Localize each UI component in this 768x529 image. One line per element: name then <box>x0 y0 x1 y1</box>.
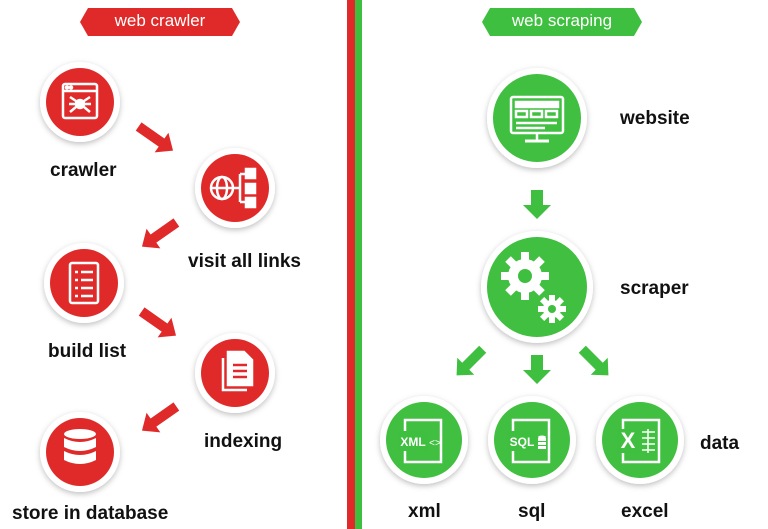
website-label: website <box>620 108 690 129</box>
data-label: data <box>700 433 740 454</box>
scraper-label: scraper <box>620 278 689 299</box>
step-label-crawler: crawler <box>50 160 117 181</box>
svg-text:X: X <box>621 428 636 453</box>
output-label-xml: xml <box>408 501 441 522</box>
excel-output-circle <box>596 396 684 484</box>
sitemap-globe-icon <box>209 167 257 209</box>
arrow-list-to-indexing <box>138 307 177 338</box>
arrow-scraper-to-excel <box>578 345 609 376</box>
list-document-icon <box>68 261 100 305</box>
monitor-icon <box>509 95 565 143</box>
database-step-circle <box>40 412 120 492</box>
step-label-visit-links: visit all links <box>188 251 301 272</box>
arrow-scraper-to-sql <box>523 355 551 384</box>
output-label-excel: excel <box>621 501 669 522</box>
documents-icon <box>221 350 254 392</box>
xml-file-icon: XML <> <box>398 418 443 464</box>
step-label-build-list: build list <box>48 341 127 362</box>
spider-browser-icon <box>61 82 99 120</box>
arrow-links-to-list <box>141 218 180 249</box>
crawler-title: web crawler <box>114 11 206 30</box>
database-icon <box>64 429 96 464</box>
arrow-scraper-to-xml <box>456 345 487 376</box>
step-label-database: store in database <box>12 503 169 524</box>
divider-green-bar <box>355 0 362 529</box>
svg-text:XML: XML <box>400 435 425 449</box>
scraping-title-ribbon <box>482 8 642 36</box>
divider-red-bar <box>347 0 355 529</box>
scraping-title: web scraping <box>511 11 613 30</box>
arrow-crawler-to-links <box>135 122 174 153</box>
excel-file-icon: X <box>617 418 661 464</box>
svg-text:<>: <> <box>429 438 441 449</box>
crawler-title-ribbon <box>80 8 240 36</box>
output-label-sql: sql <box>518 501 546 522</box>
arrow-indexing-to-database <box>141 402 180 433</box>
sql-file-icon: SQL <box>507 418 551 464</box>
step-label-indexing: indexing <box>204 431 283 452</box>
arrow-website-to-scraper <box>523 190 551 219</box>
build-list-step-circle <box>44 243 124 323</box>
svg-text:SQL: SQL <box>510 435 535 449</box>
